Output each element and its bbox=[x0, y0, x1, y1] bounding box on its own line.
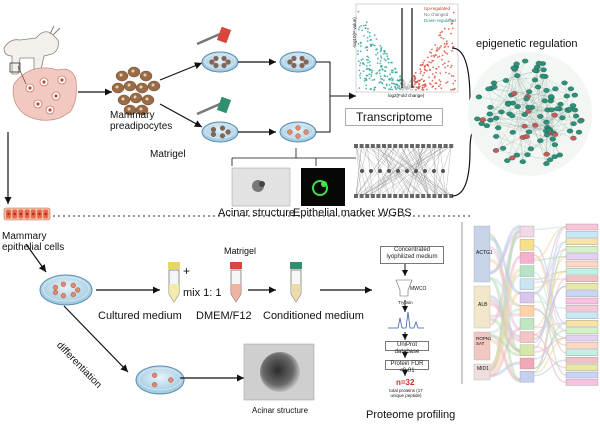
udder-illustration bbox=[12, 65, 77, 121]
pipette-matrigel bbox=[196, 96, 232, 116]
label-mammary-preadipocytes: Mammary preadipocytes bbox=[110, 110, 173, 132]
label-cultured-medium: Cultured medium bbox=[98, 310, 182, 322]
dish-matrigel-1 bbox=[201, 121, 239, 143]
volcano-xlabel: log2(Fold change) bbox=[388, 93, 425, 98]
epigenetic-network bbox=[468, 52, 592, 176]
volcano-legend-down: Down-regulated bbox=[424, 18, 456, 23]
dish-epithelial bbox=[39, 274, 93, 306]
workflow-n: n=32 bbox=[396, 378, 415, 387]
epithelial-marker-image bbox=[301, 168, 345, 206]
preadipocyte-cluster bbox=[111, 66, 161, 116]
sankey-label-ropn1: ROPN1 SAT bbox=[476, 336, 492, 346]
label-dmem: DMEM/F12 bbox=[196, 310, 252, 322]
arrow-to-dish-matrigel bbox=[159, 103, 203, 128]
label-proteome-profiling: Proteome profiling bbox=[366, 409, 456, 421]
workflow-fdr: Protein FDR <0.01 bbox=[385, 360, 429, 374]
tube-dmem bbox=[230, 262, 242, 303]
label-acinar-structure-top: Acinar structure bbox=[218, 207, 296, 219]
dish-matrigel-2 bbox=[279, 121, 317, 143]
workflow-concentrated: Concentrated lyophilized medium bbox=[380, 246, 444, 264]
goat-illustration bbox=[3, 25, 61, 75]
sankey-label-actg1: ACTG1 bbox=[476, 250, 493, 256]
volcano-legend-up: Up-regulated bbox=[424, 6, 451, 11]
tube-cultured-medium bbox=[168, 262, 180, 303]
sankey-label-mid1: MID1 bbox=[477, 366, 489, 372]
epithelial-cell-row bbox=[3, 207, 51, 221]
label-plus: + bbox=[183, 264, 191, 278]
arrow-to-dish-top bbox=[159, 62, 203, 81]
label-conditioned-medium: Conditioned medium bbox=[263, 310, 364, 322]
tube-conditioned-medium bbox=[290, 262, 302, 303]
workflow-trypsin: Trypsin bbox=[398, 300, 413, 305]
workflow-uniprot: UniProt database bbox=[385, 341, 429, 355]
sankey-diagram bbox=[473, 222, 600, 386]
label-mammary-epithelial-cells: Mammary epithelial cells bbox=[2, 231, 65, 253]
label-matrigel-top: Matrigel bbox=[150, 149, 186, 160]
workflow-total: total proteins (17 unique peptide) bbox=[389, 388, 423, 398]
label-mix: mix 1: 1 bbox=[183, 287, 222, 299]
pipette-top bbox=[196, 26, 232, 46]
dish-top-1 bbox=[201, 51, 239, 73]
sankey-label-alb: ALB bbox=[478, 302, 488, 308]
workflow-mwco: MWCO bbox=[410, 286, 427, 292]
arrow-differentiation bbox=[63, 305, 129, 373]
label-wgbs: WGBS bbox=[378, 207, 412, 219]
volcano-plot bbox=[355, 3, 459, 93]
label-acinar-structure-bottom: Acinar structure bbox=[252, 406, 309, 415]
label-epigenetic-regulation: epigenetic regulation bbox=[476, 38, 578, 50]
dish-differentiation bbox=[135, 365, 185, 395]
volcano-legend-none: No changed bbox=[424, 12, 449, 17]
volcano-ylabel: -log10(P-value) bbox=[352, 17, 357, 48]
transcriptome-network bbox=[354, 144, 454, 198]
label-matrigel-mid: Matrigel bbox=[224, 246, 257, 256]
label-epithelial-marker: Epithelial marker bbox=[293, 207, 375, 219]
dish-top-2 bbox=[279, 51, 317, 73]
label-transcriptome: Transcriptome bbox=[345, 108, 444, 126]
proteome-workflow bbox=[388, 264, 424, 376]
